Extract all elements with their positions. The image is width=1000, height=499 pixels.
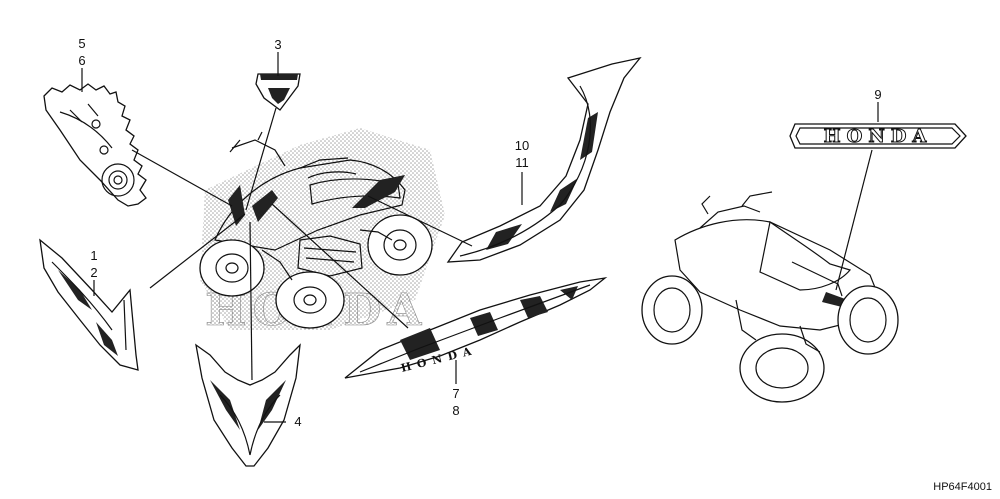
atv-assembly-center: HONDA bbox=[199, 128, 445, 336]
part-front-fender-decal bbox=[195, 343, 301, 467]
atv-decal-front-left bbox=[228, 185, 245, 226]
callout-11: 11 bbox=[515, 155, 529, 170]
callout-9: 9 bbox=[874, 87, 881, 102]
callout-labels: 5 6 3 1 2 4 7 8 10 11 9 bbox=[78, 36, 881, 429]
callout-8: 8 bbox=[452, 403, 459, 418]
callout-10: 10 bbox=[515, 138, 529, 153]
callout-3: 3 bbox=[274, 37, 281, 52]
part-small-emblem bbox=[255, 73, 301, 111]
callout-1: 1 bbox=[90, 248, 97, 263]
part-sprocket-decal bbox=[43, 83, 147, 207]
part-rear-curved-decal bbox=[446, 56, 642, 263]
callout-5: 5 bbox=[78, 36, 85, 51]
part-brand-plate: HONDA bbox=[789, 123, 967, 149]
plate-brand-text: HONDA bbox=[824, 126, 933, 147]
leader-lines bbox=[81, 52, 879, 423]
atv-assembly-right bbox=[641, 191, 899, 403]
atv-decal-side bbox=[352, 175, 405, 208]
callout-4: 4 bbox=[294, 414, 301, 429]
callout-6: 6 bbox=[78, 53, 85, 68]
diagram-code: HP64F4001 bbox=[933, 481, 992, 493]
atv-decal-front-right bbox=[252, 190, 278, 222]
part-left-stripe bbox=[39, 238, 139, 371]
callout-2: 2 bbox=[90, 265, 97, 280]
callout-7: 7 bbox=[452, 386, 459, 401]
